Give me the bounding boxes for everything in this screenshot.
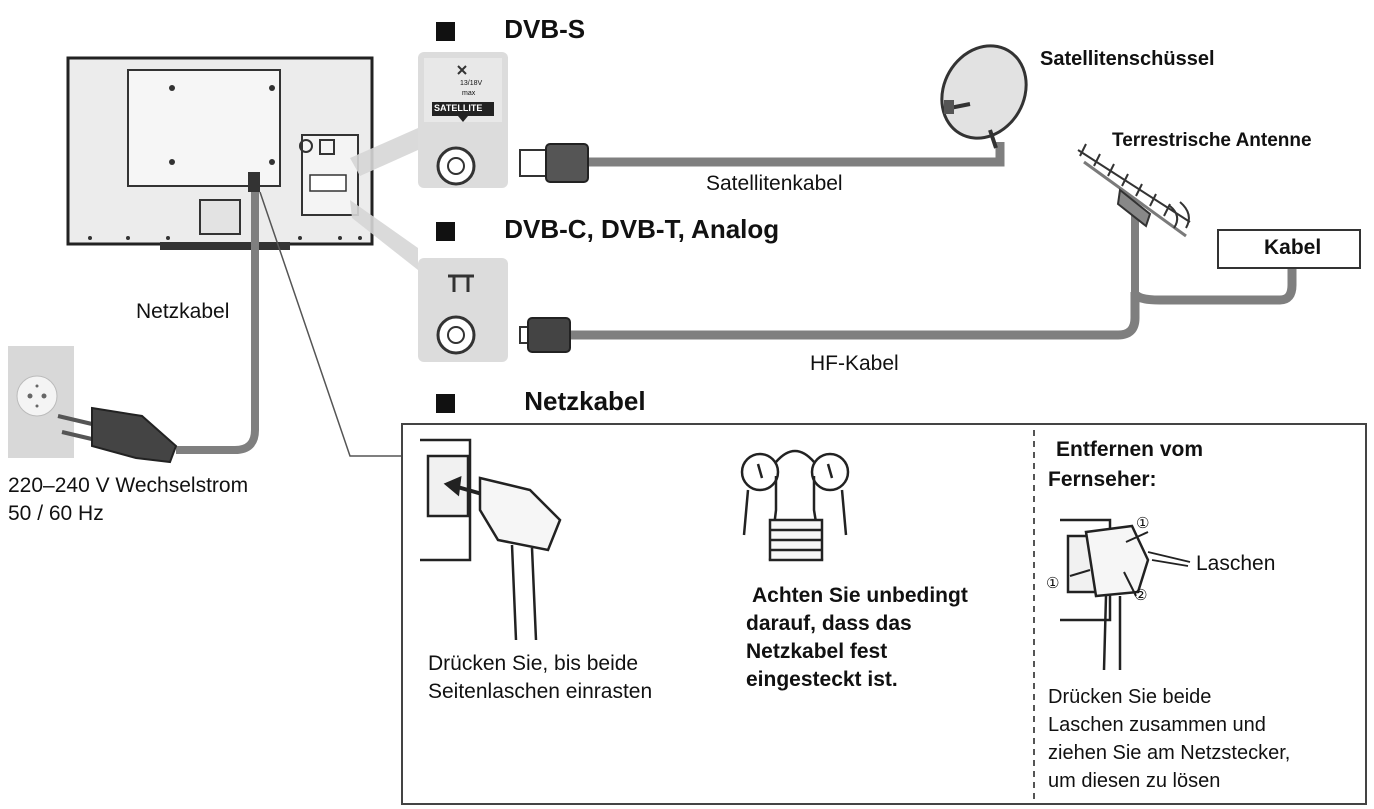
bullet-square bbox=[436, 21, 455, 41]
label-cable-box: Kabel bbox=[1264, 236, 1322, 259]
warning-line1: Achten Sie unbedingt bbox=[752, 584, 968, 607]
remove-plug-illustration bbox=[1060, 518, 1191, 671]
remove-instruction-line4: um diesen zu lösen bbox=[1048, 770, 1221, 792]
heading-dvbs: DVB-S bbox=[436, 14, 585, 45]
insert-plug-illustration bbox=[420, 438, 562, 641]
power-cable bbox=[176, 191, 402, 457]
power-detail-panel bbox=[401, 423, 1367, 805]
tv-back bbox=[66, 56, 374, 250]
remove-instruction-line1: Drücken Sie beide bbox=[1048, 686, 1212, 708]
insert-instruction-line1: Drücken Sie, bis beide bbox=[428, 652, 639, 675]
label-power-cable: Netzkabel bbox=[136, 300, 230, 323]
marker-1-left: ① bbox=[1046, 575, 1060, 592]
bullet-square bbox=[436, 393, 455, 413]
terrestrial-antenna-icon bbox=[1077, 143, 1191, 238]
label-satellite-cable: Satellitenkabel bbox=[706, 172, 843, 195]
label-terrestrial-antenna: Terrestrische Antenne bbox=[1112, 130, 1312, 151]
rf-cable bbox=[519, 210, 1297, 353]
remove-instruction-line2: Laschen zusammen und bbox=[1048, 714, 1266, 736]
marker-2: ② bbox=[1134, 587, 1148, 604]
remove-instruction-line3: ziehen Sie am Netzstecker, bbox=[1048, 742, 1291, 764]
callout-beams bbox=[350, 128, 418, 270]
remove-title-line2: Fernseher: bbox=[1048, 468, 1157, 491]
label-rf-cable: HF-Kabel bbox=[810, 352, 899, 375]
satellite-port-text-2: max bbox=[462, 90, 476, 97]
label-satellite-dish: Satellitenschüssel bbox=[1040, 48, 1215, 70]
tabs-label: Laschen bbox=[1196, 552, 1276, 575]
satellite-port-badge: SATELLITE bbox=[434, 103, 483, 113]
satellite-port-text-1: 13/18V bbox=[460, 80, 483, 87]
heading-dvbc: DVB-C, DVB-T, Analog bbox=[436, 214, 779, 245]
bullet-square bbox=[436, 221, 455, 241]
warning-line4: eingesteckt ist. bbox=[746, 668, 898, 691]
cable-box bbox=[1217, 229, 1361, 269]
warning-line2: darauf, dass das bbox=[746, 612, 912, 635]
satellite-port-panel bbox=[418, 52, 508, 188]
satellite-dish-icon bbox=[940, 44, 1028, 149]
wall-outlet-icon bbox=[8, 346, 74, 458]
label-mains-frequency: 50 / 60 Hz bbox=[8, 502, 104, 525]
heading-power: Netzkabel bbox=[436, 386, 646, 417]
label-mains-voltage: 220–240 V Wechselstrom bbox=[8, 474, 249, 497]
marker-1-top: ① bbox=[1136, 515, 1150, 532]
satellite-cable bbox=[519, 142, 1005, 183]
plug-top-view-illustration bbox=[740, 449, 850, 562]
power-plug-icon bbox=[57, 406, 178, 464]
insert-instruction-line2: Seitenlaschen einrasten bbox=[428, 680, 653, 703]
remove-title-line1: Entfernen vom bbox=[1056, 438, 1204, 461]
warning-line3: Netzkabel fest bbox=[746, 640, 888, 663]
antenna-port-panel bbox=[418, 258, 508, 362]
